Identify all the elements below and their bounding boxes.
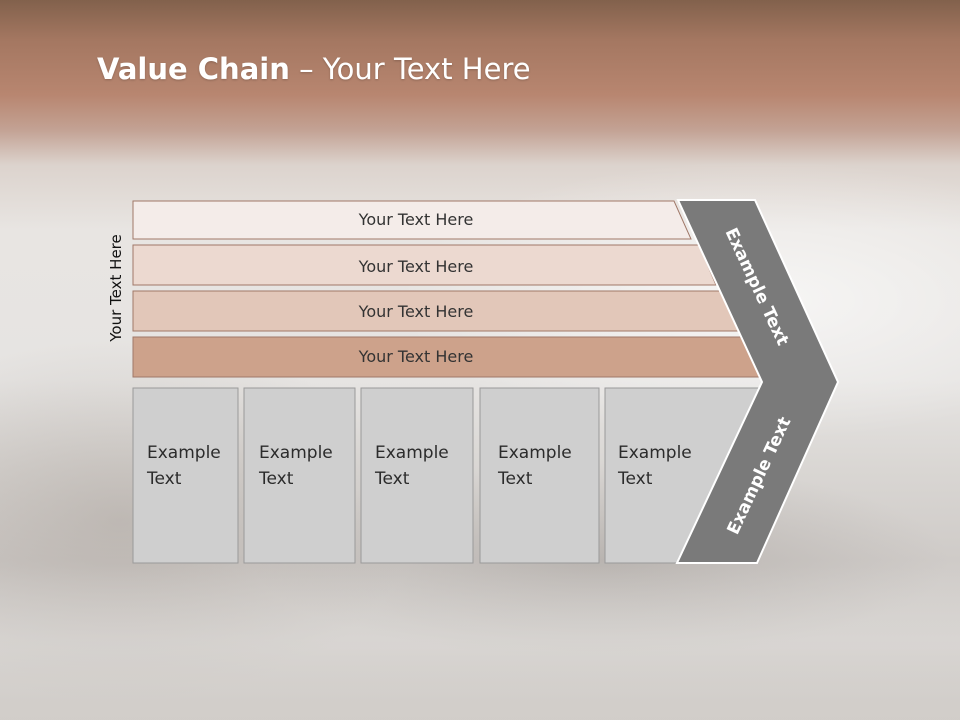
box-2-line1: Example <box>259 443 333 463</box>
box-5-line1: Example <box>618 443 692 463</box>
box-2-line2: Text <box>258 469 294 489</box>
row-4-label: Your Text Here <box>358 347 474 366</box>
row-2-bar[interactable] <box>132 244 717 286</box>
row-1-label: Your Text Here <box>358 210 474 229</box>
box-3-line2: Text <box>374 469 410 489</box>
activity-box-4[interactable] <box>479 387 600 564</box>
activity-box-1[interactable] <box>132 387 239 564</box>
title-bold: Value Chain <box>97 52 290 86</box>
box-5-line2: Text <box>617 469 653 489</box>
margin-chevron[interactable] <box>675 199 840 564</box>
box-1-line1: Example <box>147 443 221 463</box>
activity-box-3[interactable] <box>360 387 474 564</box>
reflection-fade <box>0 566 960 720</box>
box-3-line1: Example <box>375 443 449 463</box>
box-4-line1: Example <box>498 443 572 463</box>
title-rest: – Your Text Here <box>289 52 531 86</box>
activity-box-2[interactable] <box>243 387 356 564</box>
row-1-bar[interactable] <box>132 200 692 240</box>
box-1-line2: Text <box>146 469 182 489</box>
slide-title: Value Chain – Your Text Here <box>97 52 531 86</box>
box-4-line2: Text <box>497 469 533 489</box>
row-2-label: Your Text Here <box>358 257 474 276</box>
row-3-label: Your Text Here <box>358 302 474 321</box>
